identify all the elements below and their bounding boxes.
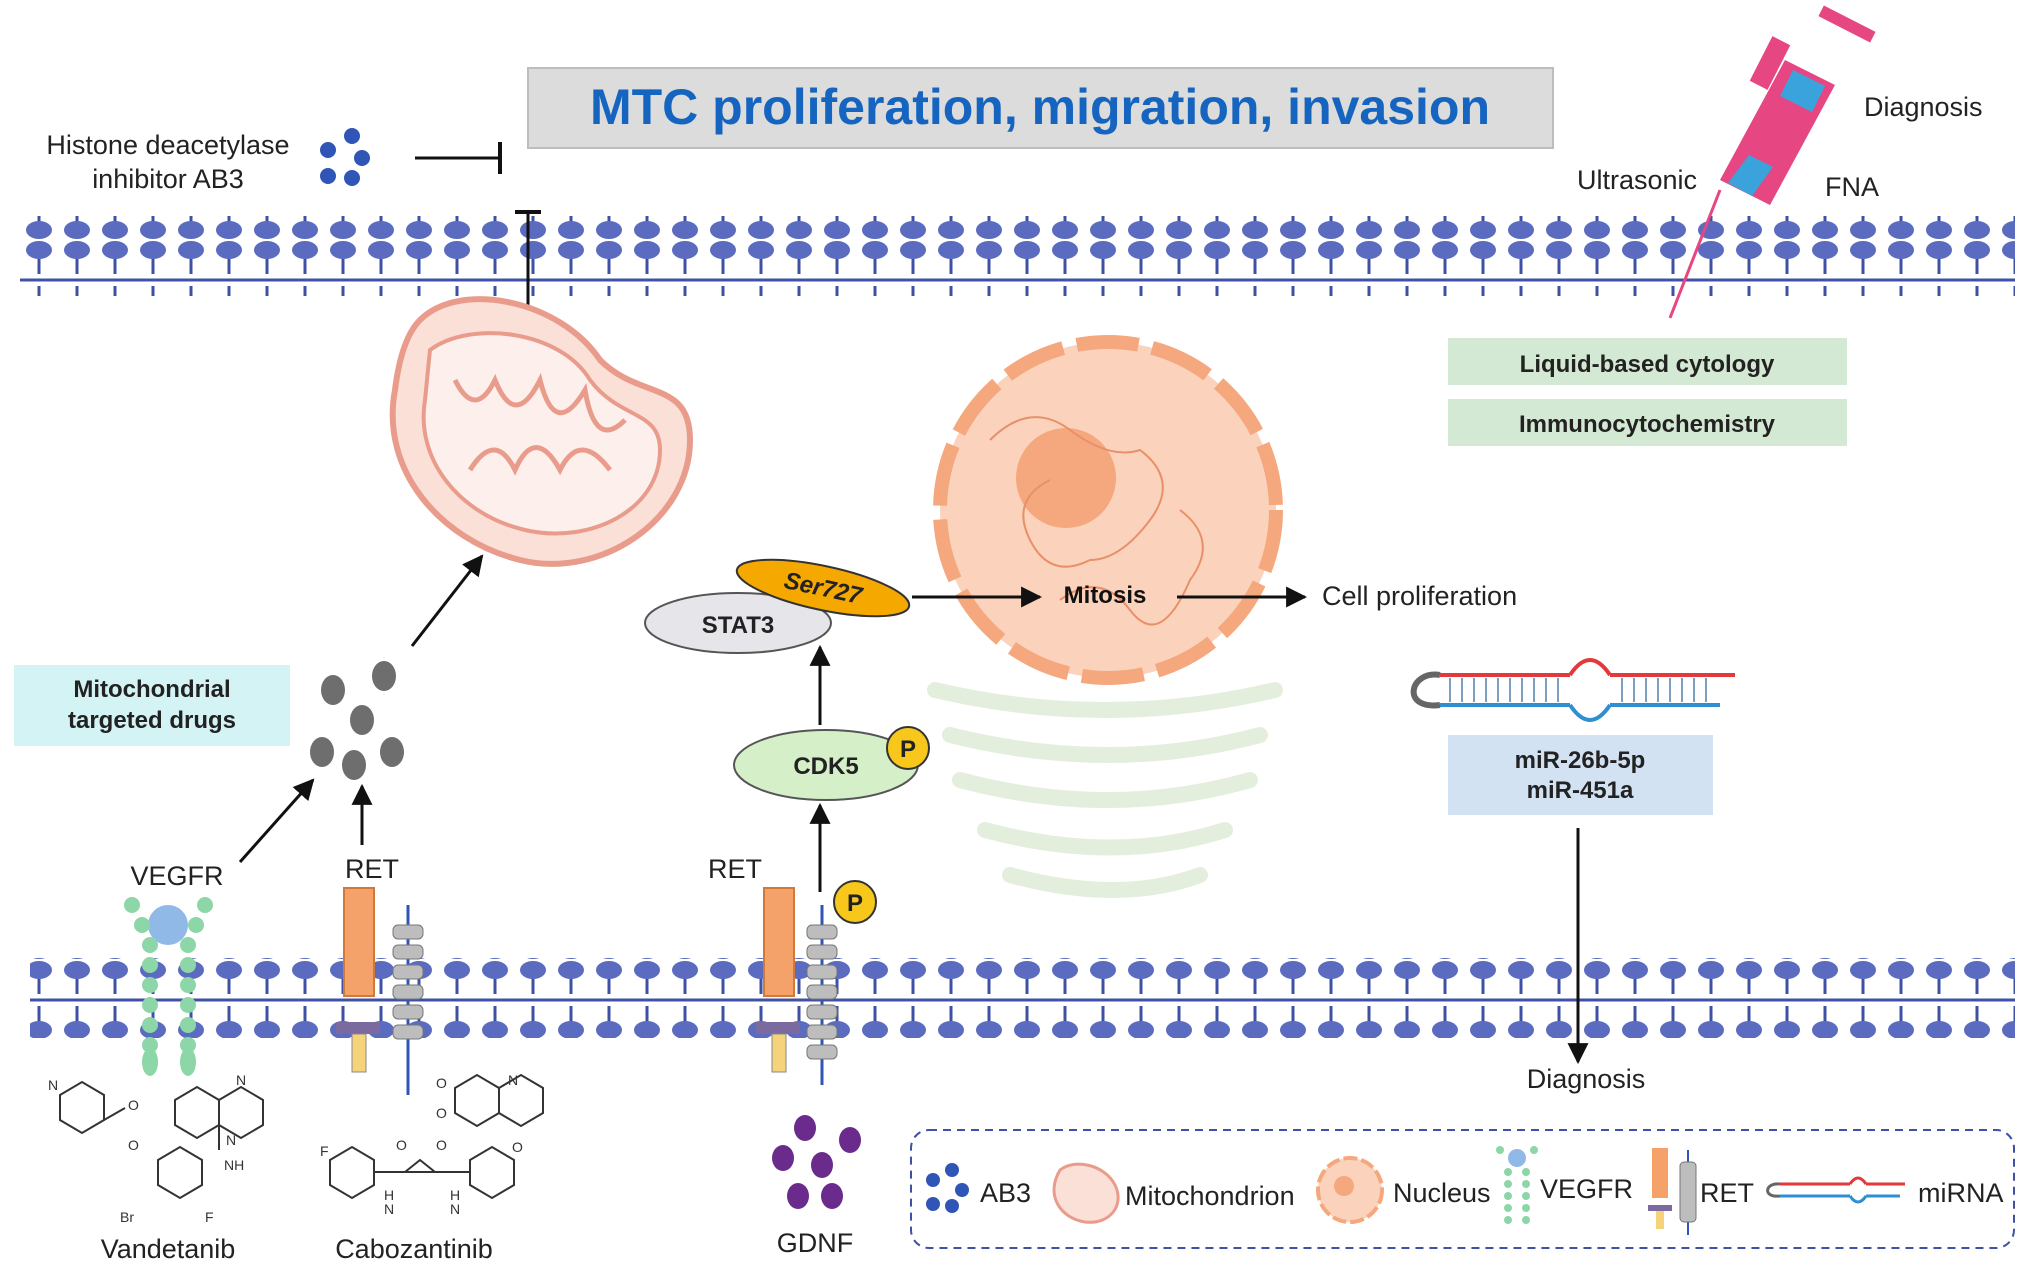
- diagram-title: MTC proliferation, migration, invasion: [590, 79, 1490, 135]
- cdk5-phospho-badge: [886, 726, 930, 770]
- legend-mitochondrion-label: Mitochondrion: [1125, 1181, 1295, 1211]
- vegfr-label: VEGFR: [130, 861, 223, 891]
- vandetanib-atom-o2: O: [128, 1137, 139, 1153]
- nucleus-icon: [933, 335, 1283, 685]
- legend-box: [910, 1129, 2015, 1249]
- gdnf-particles-icon: [772, 1115, 861, 1209]
- cabozantinib-atom-o5: O: [436, 1137, 447, 1153]
- cabozantinib-atom-n1: N: [384, 1201, 394, 1217]
- immunocytochemistry-label: Immunocytochemistry: [1519, 411, 1776, 438]
- inhibitor-label-line1: Histone deacetylase: [46, 130, 289, 160]
- ret-left-receptor-icon: [336, 887, 424, 1095]
- legend-ab3-icon: [926, 1163, 969, 1213]
- mito-drugs-label-line2: targeted drugs: [68, 707, 236, 734]
- liquid-cytology-box: [1448, 338, 1847, 385]
- mirna-label-line2: miR-451a: [1527, 777, 1634, 804]
- inhibitor-label-line2: inhibitor AB3: [92, 164, 244, 194]
- cabozantinib-atom-o1: O: [436, 1075, 447, 1091]
- legend-ret-label: RET: [1700, 1178, 1754, 1208]
- cabozantinib-atom-labels: O O N O F O O H N H N: [320, 1072, 523, 1217]
- gdnf-label: GDNF: [777, 1228, 854, 1258]
- cabozantinib-atom-h2: H: [450, 1187, 460, 1203]
- mito-drugs-box: [14, 665, 290, 746]
- immunocytochemistry-box: [1448, 399, 1847, 446]
- drug-particles-icon: [310, 661, 404, 780]
- stat3-node: [644, 592, 832, 654]
- legend-vegfr-label: VEGFR: [1540, 1174, 1633, 1204]
- vandetanib-structure-icon: [59, 1080, 264, 1200]
- cabozantinib-atom-n2: N: [450, 1201, 460, 1217]
- fna-label: FNA: [1825, 172, 1879, 202]
- ret-left-label: RET: [345, 854, 399, 884]
- ab3-molecule-icon: [320, 128, 370, 186]
- cabozantinib-structure-icon: [329, 1073, 544, 1200]
- vandetanib-atom-n2: N: [236, 1072, 246, 1088]
- legend-ab3-label: AB3: [980, 1178, 1031, 1208]
- legend-nucleus-label: Nucleus: [1393, 1178, 1491, 1208]
- cabozantinib-label: Cabozantinib: [335, 1234, 493, 1264]
- vandetanib-atom-labels: N O O N N NH Br F: [48, 1072, 246, 1225]
- vandetanib-atom-n1: N: [48, 1077, 58, 1093]
- legend-nucleus-icon: [1316, 1156, 1384, 1224]
- ret-phospho-label: P: [847, 890, 863, 917]
- arrow-vegfr-to-drugs: [238, 778, 315, 863]
- ret-mid-receptor-icon: [756, 887, 838, 1085]
- cabozantinib-atom-o4: O: [396, 1137, 407, 1153]
- cdk5-label: CDK5: [793, 753, 858, 780]
- vandetanib-atom-br: Br: [120, 1209, 134, 1225]
- ret-phospho-badge: [833, 880, 877, 924]
- mirna-hairpin-icon: [1410, 658, 1735, 722]
- vegfr-receptor-icon: [124, 897, 213, 1076]
- arrow-drugs-to-mitochondrion: [410, 554, 484, 647]
- diagnosis-top-label: Diagnosis: [1864, 92, 1983, 122]
- cdk5-phospho-label: P: [900, 736, 916, 763]
- mirna-label-line1: miR-26b-5p: [1515, 747, 1646, 774]
- vandetanib-label: Vandetanib: [101, 1234, 236, 1264]
- title-box: [527, 67, 1554, 149]
- diagnosis-bottom-label: Diagnosis: [1527, 1064, 1646, 1094]
- vandetanib-atom-f: F: [205, 1209, 214, 1225]
- ser727-node: [735, 558, 911, 618]
- mirna-box: [1448, 735, 1713, 815]
- legend-mirna-label: miRNA: [1918, 1178, 2004, 1208]
- vandetanib-atom-nh: NH: [224, 1157, 244, 1173]
- vandetanib-atom-o1: O: [128, 1097, 139, 1113]
- golgi-icon: [927, 682, 1283, 898]
- legend-mitochondrion-icon: [1052, 1162, 1120, 1224]
- cabozantinib-atom-o3: O: [512, 1139, 523, 1155]
- legend-mirna-icon: [1766, 1176, 1905, 1204]
- legend-ret-icon: [1648, 1148, 1697, 1235]
- stat3-label: STAT3: [702, 612, 774, 639]
- mitochondrion-icon: [389, 296, 694, 567]
- vandetanib-atom-n3: N: [226, 1132, 236, 1148]
- top-cell-membrane: [20, 216, 2015, 296]
- ultrasonic-label: Ultrasonic: [1577, 165, 1697, 195]
- cabozantinib-atom-h1: H: [384, 1187, 394, 1203]
- liquid-cytology-label: Liquid-based cytology: [1520, 351, 1775, 378]
- bottom-cell-membrane: [30, 958, 2015, 1038]
- mitosis-label: Mitosis: [1064, 582, 1147, 609]
- cell-proliferation-label: Cell proliferation: [1322, 581, 1517, 611]
- syringe-icon: [1668, 5, 1876, 319]
- cabozantinib-atom-n: N: [508, 1072, 518, 1088]
- ret-mid-label: RET: [708, 854, 762, 884]
- cabozantinib-atom-f: F: [320, 1143, 329, 1159]
- legend-vegfr-icon: [1496, 1146, 1538, 1224]
- cabozantinib-atom-o2: O: [436, 1105, 447, 1121]
- mito-drugs-label-line1: Mitochondrial: [73, 676, 230, 703]
